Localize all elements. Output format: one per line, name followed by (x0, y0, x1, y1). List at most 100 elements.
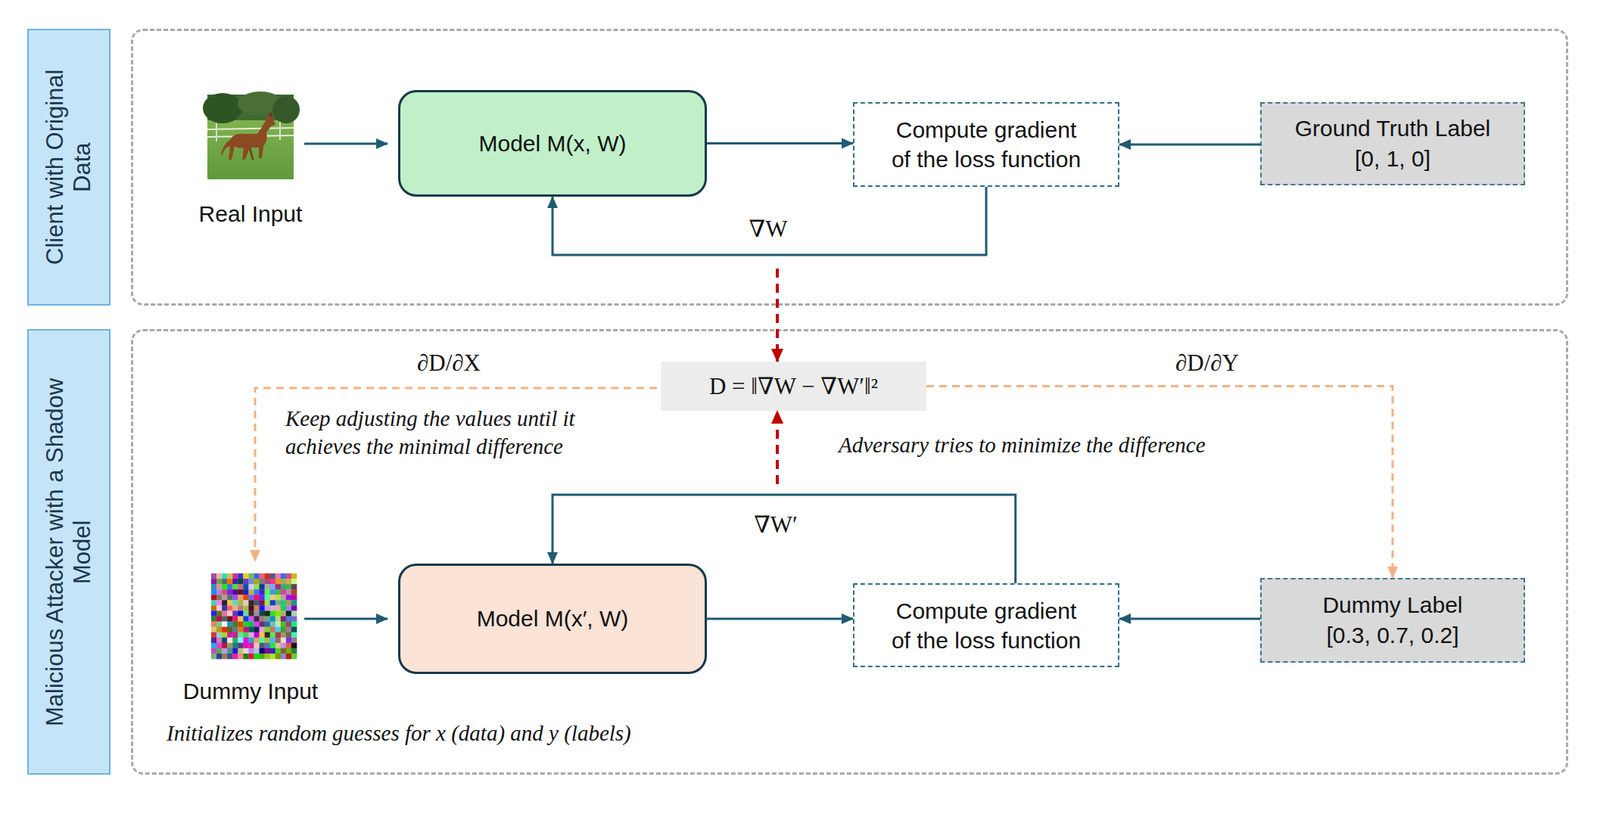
noise-pixel (291, 622, 297, 628)
flow-arrow (775, 268, 779, 362)
noise-pixel (232, 616, 238, 623)
noise-pixel (227, 643, 233, 649)
noise-pixel (221, 648, 228, 654)
noise-pixel (275, 573, 281, 579)
noise-pixel (216, 589, 222, 595)
noise-pixel (254, 627, 260, 633)
noise-pixel (280, 632, 287, 639)
noise-pixel (270, 584, 276, 590)
noise-pixel (248, 643, 254, 649)
noise-pixel (216, 638, 222, 644)
noise-pixel (286, 622, 292, 628)
noise-pixel (254, 610, 260, 617)
noise-pixel (259, 584, 265, 590)
noise-pixel (270, 594, 276, 601)
noise-pixel (275, 648, 281, 654)
noise-pixel (232, 605, 238, 611)
noise-pixel (280, 653, 287, 660)
noise-pixel (291, 653, 297, 660)
noise-pixel (227, 600, 233, 606)
flow-arrow (552, 494, 1016, 584)
noise-pixel (254, 622, 260, 628)
noise-pixel (286, 589, 292, 595)
noise-pixel (237, 643, 243, 649)
caption-label: ∂D/∂X (417, 349, 481, 377)
node-text: Dummy Label (1322, 590, 1463, 622)
noise-pixel (275, 578, 281, 585)
noise-pixel (221, 605, 228, 611)
noise-pixel (270, 573, 276, 579)
noise-pixel (291, 632, 297, 639)
noise-pixel (227, 632, 233, 639)
noise-pixel (248, 653, 254, 660)
noise-pixel (232, 584, 238, 590)
noise-pixel (211, 632, 217, 639)
noise-pixel (227, 573, 233, 579)
caption-label: Real Input (199, 201, 303, 228)
annotation-note: Keep adjusting the values until it achie… (285, 404, 642, 461)
noise-pixel (211, 648, 217, 654)
noise-pixel (286, 605, 292, 611)
noise-pixel (242, 594, 249, 601)
noise-pixel (242, 638, 249, 644)
distance-formula: D = ‖∇W − ∇W′‖² (660, 361, 927, 411)
noise-pixel (264, 632, 271, 639)
noise-pixel (237, 632, 243, 639)
flow-arrow (926, 386, 1393, 579)
noise-pixel (216, 584, 222, 590)
noise-pixel (259, 610, 265, 617)
noise-pixel (280, 622, 287, 628)
edge-label: ∇W′ (753, 510, 798, 539)
node-text: Compute gradient of the loss function (887, 115, 1086, 175)
noise-pixel (221, 627, 228, 633)
noise-pixel (242, 616, 249, 623)
noise-pixel (270, 610, 276, 617)
noise-pixel (264, 610, 271, 617)
noise-pixel (248, 622, 254, 628)
noise-pixel (264, 638, 271, 644)
noise-pixel (248, 578, 254, 585)
noise-pixel (254, 578, 260, 585)
noise-pixel (291, 616, 297, 623)
noise-pixel (280, 627, 287, 633)
noise-pixel (237, 605, 243, 611)
band-heading: Malicious Attacker with a Shadow Model (41, 363, 96, 742)
noise-pixel (291, 589, 297, 595)
noise-pixel (232, 648, 238, 654)
noise-pixel (232, 594, 238, 601)
noise-pixel (264, 594, 271, 601)
noise-pixel (221, 653, 228, 660)
noise-pixel (291, 638, 297, 644)
noise-pixel (259, 578, 265, 585)
noise-pixel (280, 589, 287, 595)
noise-pixel (259, 605, 265, 611)
noise-pixel (221, 578, 228, 585)
noise-pixel (291, 605, 297, 611)
noise-pixel (291, 573, 297, 579)
noise-pixel (254, 600, 260, 606)
noise-pixel (280, 605, 287, 611)
noise-pixel (242, 643, 249, 649)
node-text: Model M(x′, W) (476, 606, 629, 632)
noise-pixel (237, 589, 243, 595)
noise-pixel (270, 653, 276, 660)
noise-pixel (254, 616, 260, 623)
noise-pixel (248, 632, 254, 639)
noise-pixel (216, 643, 222, 649)
noise-pixel (291, 600, 297, 606)
noise-pixel (280, 600, 287, 606)
horse-photo (202, 91, 300, 180)
noise-pixel (237, 616, 243, 623)
noise-pixel (221, 594, 228, 601)
noise-pixel (211, 589, 217, 595)
noise-pixel (242, 584, 249, 590)
noise-pixel (270, 600, 276, 606)
noise-pixel (248, 627, 254, 633)
noise-pixel (280, 638, 287, 644)
noise-pixel (242, 589, 249, 595)
noise-pixel (216, 616, 222, 623)
noise-pixel (286, 600, 292, 606)
noise-pixel (211, 600, 217, 606)
noise-pixel (216, 648, 222, 654)
